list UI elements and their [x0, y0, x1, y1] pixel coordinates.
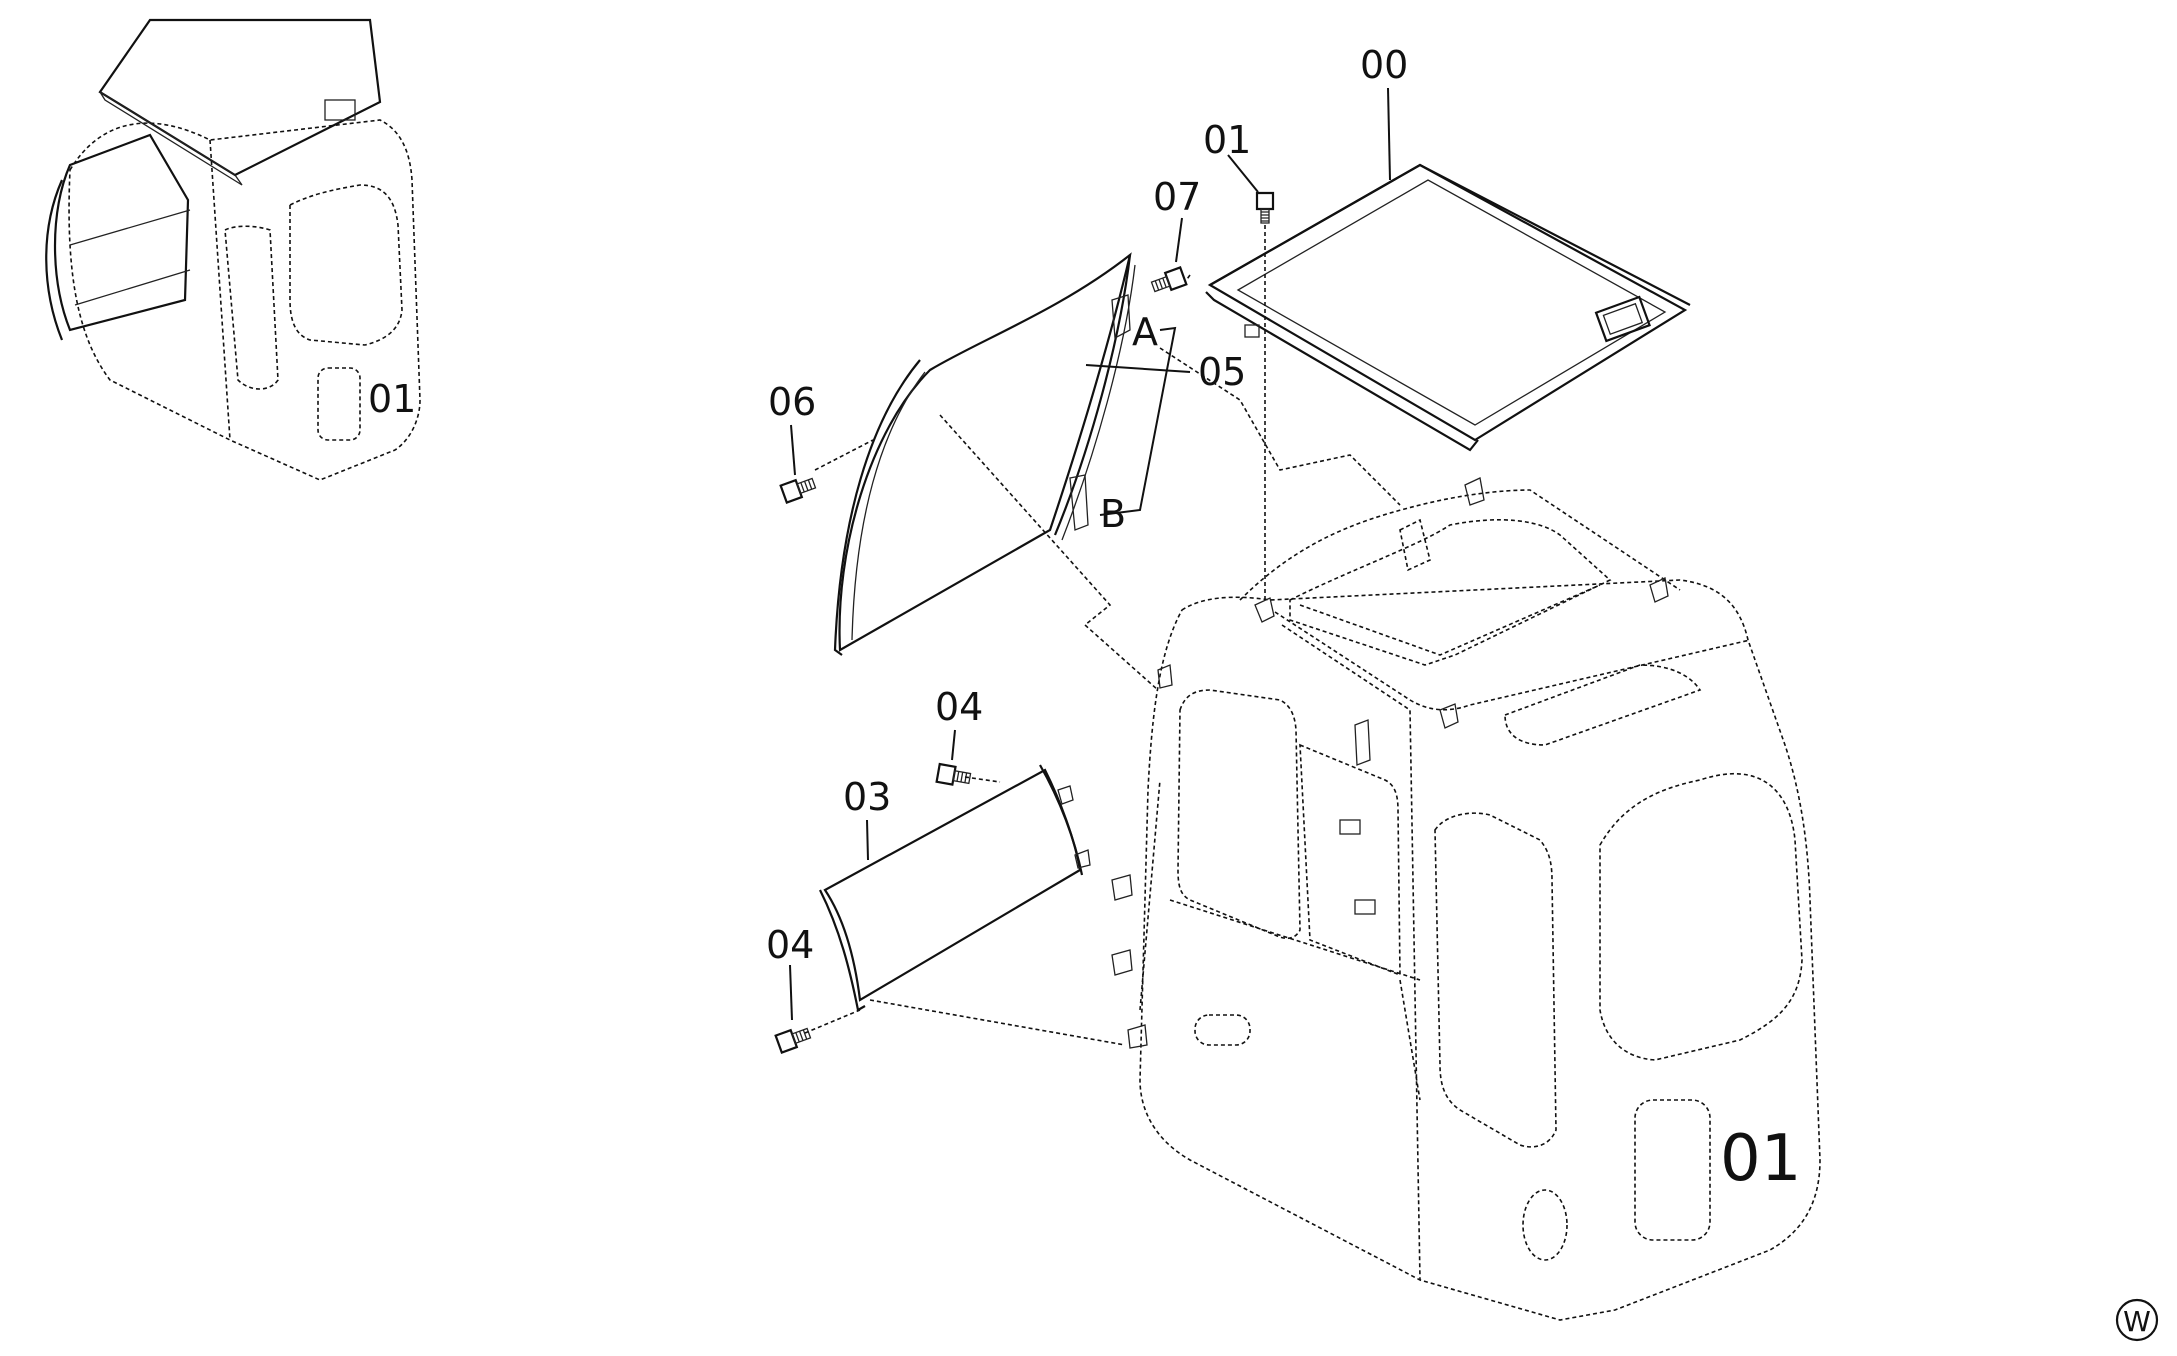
leader-lines [789, 87, 1401, 1046]
callout-04-upper: 04 [935, 685, 983, 729]
ref-a: A [1132, 310, 1158, 354]
thumb-cab-mark: 01 [368, 377, 416, 421]
callout-03: 03 [843, 775, 891, 819]
front-lower-guard [819, 764, 1091, 1012]
corner-mark: W [2115, 1298, 2159, 1342]
corner-mark-letter: W [2123, 1305, 2151, 1338]
callout-04-lower: 04 [766, 923, 814, 967]
callout-06: 06 [768, 380, 816, 424]
callout-labels: 00 01 07 05 06 04 03 04 A B [766, 43, 1408, 967]
bolt-06 [779, 477, 817, 504]
ref-b: B [1100, 492, 1126, 536]
bolt-04-lower [774, 1027, 812, 1054]
front-upper-guard [833, 252, 1136, 656]
assembled-thumbnail: 01 [45, 18, 421, 481]
callout-05: 05 [1198, 350, 1246, 394]
callout-07: 07 [1153, 175, 1201, 219]
bolt-04-upper [935, 762, 972, 786]
bolt-07 [1150, 266, 1188, 293]
cab-mark: 01 [1720, 1122, 1801, 1196]
callout-00: 00 [1360, 43, 1408, 87]
roof-guard [1205, 163, 1691, 452]
callout-01: 01 [1203, 118, 1251, 162]
bolt-01 [1255, 191, 1275, 224]
cab-body: 01 [1111, 477, 1821, 1321]
